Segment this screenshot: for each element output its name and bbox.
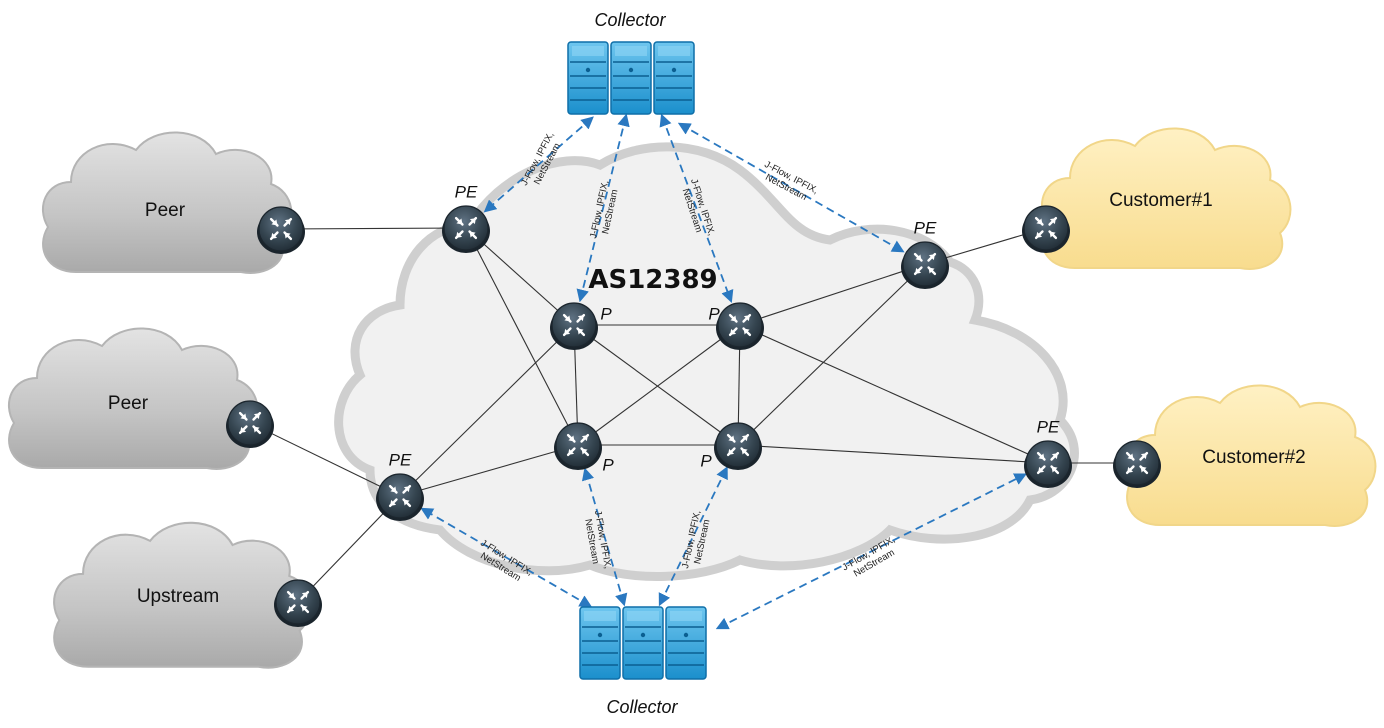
- link-p4-pe4: [737, 444, 1049, 464]
- router-icon: [562, 313, 586, 337]
- link-p2-pe3: [739, 263, 926, 326]
- router-label-p4: P: [700, 451, 712, 470]
- cloud-label-customer2: Customer#2: [1202, 447, 1306, 468]
- router-icon: [566, 433, 590, 457]
- cloud-customer2: Customer#2: [1125, 384, 1377, 527]
- router-icon: [388, 484, 412, 508]
- router-icon: [726, 433, 750, 457]
- router-pe2[interactable]: PE: [376, 450, 424, 521]
- router-ext-upstream[interactable]: [274, 579, 322, 627]
- router-icon: [269, 217, 293, 241]
- flow-link-collector-top-pe3: [677, 122, 905, 253]
- flow-link-collector-bottom-pe4: [715, 473, 1027, 630]
- router-ext-customer1[interactable]: [1022, 205, 1070, 253]
- cloud-label-customer1: Customer#1: [1109, 190, 1213, 211]
- links-layer: [249, 227, 1137, 603]
- server-icon: [622, 606, 664, 680]
- collector-bottom[interactable]: Collector: [579, 606, 707, 717]
- router-p2[interactable]: P: [708, 302, 764, 350]
- server-icon: [579, 606, 621, 680]
- routers-layer: PE PE PE PE P P P P: [226, 182, 1161, 627]
- router-icon: [1034, 216, 1058, 240]
- flow-link-collector-top-p1: [576, 113, 630, 303]
- link-p3-pe2: [399, 444, 579, 497]
- router-icon: [238, 411, 262, 435]
- router-label-p3: P: [602, 455, 614, 474]
- router-p1[interactable]: P: [550, 302, 612, 350]
- router-label-pe4: PE: [1037, 417, 1060, 436]
- collector-top[interactable]: Collector: [567, 10, 695, 115]
- router-icon: [1125, 451, 1149, 475]
- as-number-label: AS12389: [588, 265, 717, 295]
- cloud-peer1: Peer: [41, 131, 293, 274]
- collector-bottom-label: Collector: [606, 697, 678, 717]
- router-pe4[interactable]: PE: [1024, 417, 1072, 488]
- router-icon: [913, 252, 937, 276]
- router-label-pe3: PE: [914, 218, 937, 237]
- collector-top-label: Collector: [594, 10, 666, 30]
- server-icon: [665, 606, 707, 680]
- server-icon: [610, 41, 652, 115]
- flow-link-collector-bottom-pe2: [420, 507, 593, 608]
- router-ext-peer2[interactable]: [226, 400, 274, 448]
- link-ext-peer2-pe2: [249, 422, 401, 497]
- router-icon: [728, 313, 752, 337]
- router-label-pe1: PE: [455, 182, 478, 201]
- link-ext-peer1-pe1: [280, 227, 467, 230]
- router-icon: [1036, 451, 1060, 475]
- cloud-label-peer2: Peer: [108, 393, 149, 414]
- cloud-peer2: Peer: [7, 327, 259, 470]
- router-p3[interactable]: P: [554, 422, 614, 474]
- cloud-label-upstream: Upstream: [137, 586, 219, 607]
- link-p2-pe4: [739, 324, 1049, 464]
- server-icon: [567, 41, 609, 115]
- link-p4-pe3: [737, 263, 926, 446]
- link-p1-pe2: [399, 324, 575, 497]
- cloud-customer1: Customer#1: [1040, 127, 1292, 270]
- router-ext-peer1[interactable]: [257, 206, 305, 254]
- flow-link-collector-bottom-p3: [581, 467, 628, 607]
- router-icon: [286, 590, 310, 614]
- cloud-label-peer1: Peer: [145, 200, 186, 221]
- server-icon: [653, 41, 695, 115]
- router-label-pe2: PE: [389, 450, 412, 469]
- router-p4[interactable]: P: [700, 422, 762, 470]
- router-pe1[interactable]: PE: [442, 182, 490, 253]
- link-pe1-p3: [465, 227, 579, 446]
- flow-link-collector-top-pe1: [483, 116, 594, 213]
- link-p1-p4: [573, 324, 739, 446]
- router-pe3[interactable]: PE: [901, 218, 949, 289]
- router-label-p1: P: [600, 304, 612, 323]
- router-label-p2: P: [708, 304, 720, 323]
- as-cloud: [334, 142, 1079, 581]
- cloud-upstream: Upstream: [53, 521, 312, 669]
- router-ext-customer2[interactable]: [1113, 440, 1161, 488]
- link-p2-p3: [577, 324, 741, 446]
- router-icon: [454, 216, 478, 240]
